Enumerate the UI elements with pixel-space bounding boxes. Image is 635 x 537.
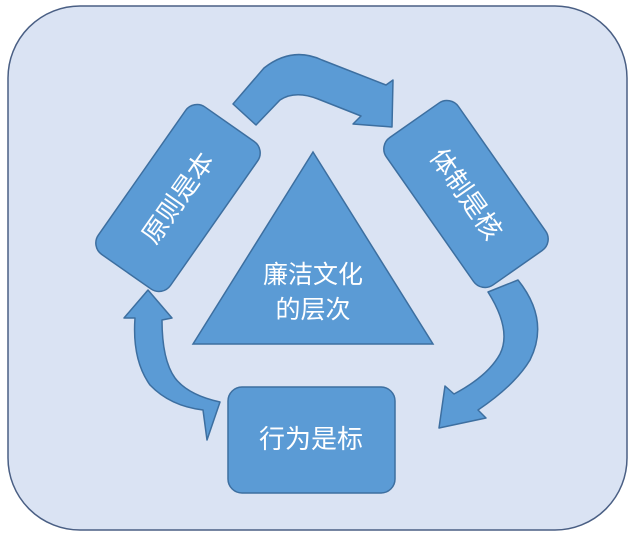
arrow-right [438,279,539,429]
box-right: 体制是核 [383,99,549,289]
box-left: 原则是本 [95,103,261,293]
arrow-left [123,289,221,441]
center-triangle [191,150,435,345]
box-bottom-label: 行为是标 [259,425,363,455]
box-bottom: 行为是标 [227,386,396,494]
arrow-top [232,53,394,128]
center-label-line2: 的层次 [275,295,350,324]
center-label-line1: 廉洁文化 [263,260,363,289]
